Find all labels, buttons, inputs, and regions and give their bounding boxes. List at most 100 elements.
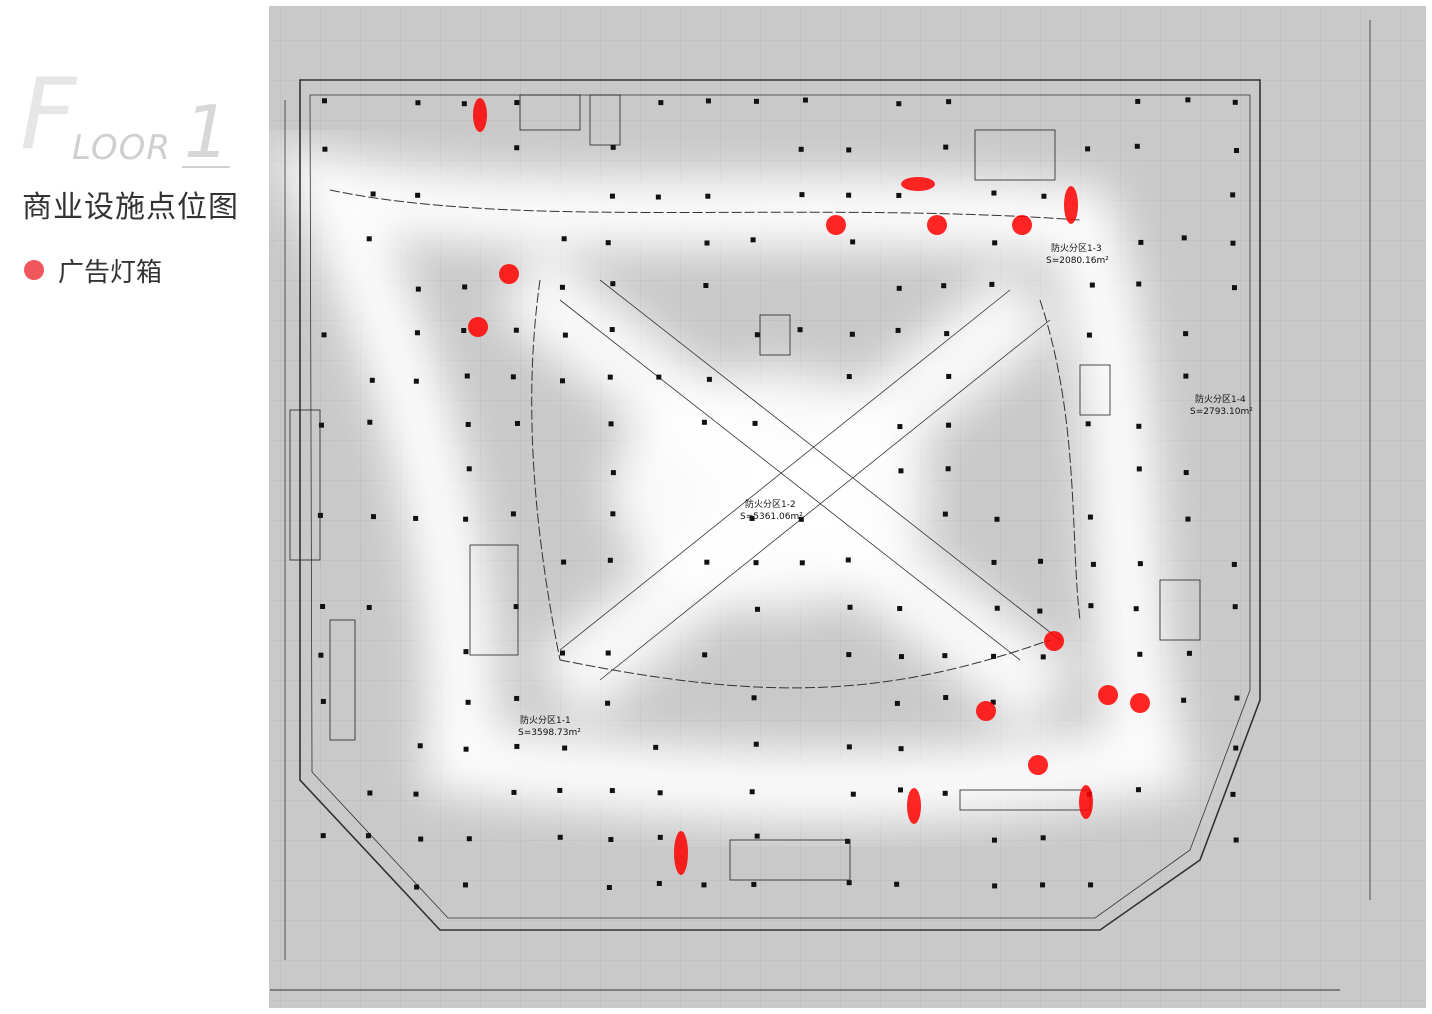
floor-plan-drawing: 防火分区1-2 S=5361.06m² 防火分区1-3 S=2080.16m² … [269, 6, 1426, 1008]
column [606, 240, 611, 245]
column [898, 787, 903, 792]
column [321, 833, 326, 838]
column [1182, 235, 1187, 240]
column [511, 374, 516, 379]
column [897, 424, 902, 429]
column [1037, 609, 1042, 614]
column [845, 839, 850, 844]
column [1135, 144, 1140, 149]
column [611, 470, 616, 475]
floor-letter: F [20, 66, 76, 164]
column [1038, 559, 1043, 564]
column [1090, 283, 1095, 288]
column [653, 745, 658, 750]
column [370, 378, 375, 383]
column [461, 328, 466, 333]
column [1230, 192, 1235, 197]
column [899, 746, 904, 751]
column [418, 743, 423, 748]
column [752, 695, 757, 700]
column [1086, 421, 1091, 426]
column [994, 517, 999, 522]
column [415, 100, 420, 105]
legend: 广告灯箱 [24, 254, 162, 286]
column [703, 283, 708, 288]
column [371, 191, 376, 196]
column [658, 835, 663, 840]
ad-lightbox-marker [976, 701, 996, 721]
zone-label: 防火分区1-3 [1051, 242, 1102, 254]
column [413, 792, 418, 797]
column [657, 881, 662, 886]
column [1041, 194, 1046, 199]
column [943, 145, 948, 150]
column [896, 328, 901, 333]
column [514, 100, 519, 105]
column [561, 560, 566, 565]
column [706, 98, 711, 103]
column [1040, 882, 1045, 887]
column [895, 701, 900, 706]
column [799, 192, 804, 197]
ad-lightbox-marker [826, 215, 846, 235]
column [609, 421, 614, 426]
legend-dot-icon [24, 260, 44, 280]
column [1185, 517, 1190, 522]
column [1233, 604, 1238, 609]
column [846, 557, 851, 562]
column [366, 833, 371, 838]
column [514, 328, 519, 333]
column [896, 101, 901, 106]
column [944, 331, 949, 336]
column [798, 327, 803, 332]
column [608, 375, 613, 380]
zone-label: 防火分区1-2 [745, 498, 796, 510]
column [367, 236, 372, 241]
floor-number: 1 [184, 96, 230, 168]
column [367, 420, 372, 425]
column [605, 701, 610, 706]
column [1183, 374, 1188, 379]
column [897, 286, 902, 291]
column [799, 147, 804, 152]
column [515, 421, 520, 426]
column [463, 882, 468, 887]
column [318, 513, 323, 518]
column [899, 654, 904, 659]
column [894, 882, 899, 887]
column [943, 791, 948, 796]
column [991, 654, 996, 659]
column [514, 696, 519, 701]
column [610, 788, 615, 793]
column [751, 882, 756, 887]
column [560, 651, 565, 656]
column [658, 100, 663, 105]
column [466, 422, 471, 427]
column [942, 653, 947, 658]
column [1136, 424, 1141, 429]
column [946, 99, 951, 104]
column [1234, 837, 1239, 842]
column [751, 237, 756, 242]
ad-lightbox-marker [907, 788, 921, 824]
column [414, 885, 419, 890]
column [320, 604, 325, 609]
column [610, 194, 615, 199]
column [1088, 603, 1093, 608]
column [1085, 146, 1090, 151]
column [707, 377, 712, 382]
column [943, 695, 948, 700]
column [367, 791, 372, 796]
column [846, 193, 851, 198]
column [705, 194, 710, 199]
column [701, 882, 706, 887]
column [463, 649, 468, 654]
ad-lightbox-marker [468, 317, 488, 337]
column [563, 333, 568, 338]
column [702, 420, 707, 425]
column [1087, 333, 1092, 338]
ad-lightbox-marker [1079, 785, 1093, 819]
floor-word: LOOR [72, 128, 171, 168]
column [610, 511, 615, 516]
ad-lightbox-marker [1130, 693, 1150, 713]
